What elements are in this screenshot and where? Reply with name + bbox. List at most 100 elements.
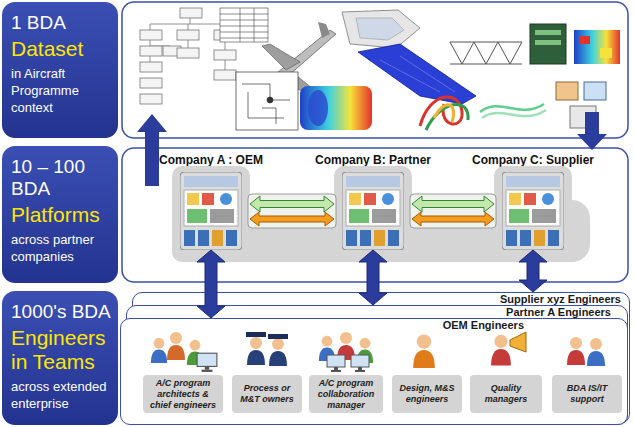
schematic [267, 97, 273, 103]
aircraft [246, 30, 336, 104]
data-table [220, 8, 268, 42]
role-icons [510, 332, 526, 352]
cad-model [342, 10, 420, 48]
flow-swirl [426, 104, 468, 130]
level-box: 1 BDA Dataset in Aircraft Programme contex… [2, 2, 118, 138]
small-icons [556, 82, 578, 100]
role-label: BDA IS/IT support [555, 383, 619, 405]
level-heading: 1 BDA [11, 12, 112, 34]
role-icons [587, 338, 605, 366]
equipment-box [535, 30, 561, 35]
double-arrow [197, 250, 225, 318]
arrow-frame [410, 194, 496, 228]
team-link-arrow [519, 250, 547, 292]
role-icons [197, 353, 217, 372]
company-platform: Company A : OEM [180, 172, 242, 250]
streamline [480, 104, 546, 118]
flow-swirl [420, 97, 462, 126]
wing-mesh [380, 56, 455, 92]
role-box: Process or M&T owners [232, 375, 302, 413]
small-icons [570, 106, 596, 128]
role-label: Process or M&T owners [235, 383, 299, 405]
heat-map [580, 36, 590, 44]
arrow-frame [248, 194, 336, 228]
company-label: Company A : OEM [159, 153, 263, 167]
server-platform [342, 172, 404, 250]
org-chart [214, 30, 236, 40]
org-chart [180, 8, 202, 18]
server-platform [180, 172, 242, 250]
team-link-arrow [359, 250, 387, 305]
role-icons [269, 338, 287, 366]
level-box: 1000's BDA Engineers in Teams across exten… [2, 291, 118, 425]
platform-pipe [334, 166, 412, 262]
thermal-engine [300, 86, 372, 130]
level-keyword: Platforms [11, 203, 112, 227]
org-chart [214, 70, 236, 80]
role-icons [357, 338, 373, 363]
orange-arrow [250, 212, 334, 226]
role-box: A/C program collaboration manager [309, 375, 383, 413]
cad-model [356, 18, 404, 40]
role-icons [187, 340, 203, 365]
platforms-panel [122, 148, 628, 282]
aircraft [282, 72, 322, 98]
role-box: Quality managers [470, 375, 542, 413]
equipment-box [530, 24, 566, 64]
role-icons [167, 332, 185, 360]
level-heading: 10 – 100 BDA [11, 156, 112, 200]
truss [450, 42, 522, 64]
team-link-arrow [197, 250, 225, 318]
thermal-engine [300, 86, 372, 130]
heat-map [574, 30, 620, 64]
green-arrow [412, 196, 494, 212]
schematic [236, 72, 298, 130]
level-description: across extended enterprise [11, 378, 112, 412]
data-table [220, 8, 268, 42]
role-box: Design, M&S engineers [392, 375, 462, 413]
level-keyword: Dataset [11, 37, 112, 61]
org-chart [177, 30, 199, 40]
level-description: in Aircraft Programme context [11, 65, 112, 116]
role-icons [567, 337, 585, 365]
role-icons [151, 332, 605, 372]
data-exchange-arrow [410, 194, 496, 228]
company-platform: Company C: Supplier [502, 172, 564, 250]
data-table [220, 8, 268, 42]
level-box: 10 – 100 BDA Platforms across partner comp… [2, 146, 118, 283]
schematic [242, 84, 290, 124]
wing-mesh [358, 44, 476, 104]
exchange-arrow [577, 112, 607, 150]
role-icons [351, 355, 369, 372]
org-chart [140, 30, 162, 40]
level-description: across partner companies [11, 231, 112, 265]
server-platform [502, 172, 564, 250]
role-icons [319, 336, 335, 361]
role-box: A/C program architects & chief engineers [143, 375, 223, 413]
role-icons [327, 355, 345, 372]
level-heading: 1000's BDA [11, 301, 112, 323]
dataset-panel [122, 2, 628, 138]
role-icons [246, 332, 266, 337]
server-platform [180, 172, 564, 250]
company-label: Company B: Partner [315, 153, 431, 167]
platform-pipe [172, 166, 590, 262]
org-chart [177, 48, 199, 58]
green-arrow [250, 196, 334, 212]
role-icons [491, 335, 511, 366]
small-icons [556, 82, 606, 128]
data-exchange-arrow [248, 194, 336, 228]
equipment-box [530, 24, 566, 64]
schematic [236, 72, 298, 130]
heat-map [600, 48, 612, 58]
company-label: Company C: Supplier [472, 153, 594, 167]
double-arrow [519, 250, 547, 292]
platform-pipe [172, 166, 250, 262]
org-chart [140, 46, 162, 56]
truss [450, 42, 522, 64]
level-keyword: Engineers in Teams [11, 326, 112, 374]
org-chart [140, 78, 162, 88]
org-chart [214, 50, 236, 60]
role-icons [151, 338, 167, 363]
